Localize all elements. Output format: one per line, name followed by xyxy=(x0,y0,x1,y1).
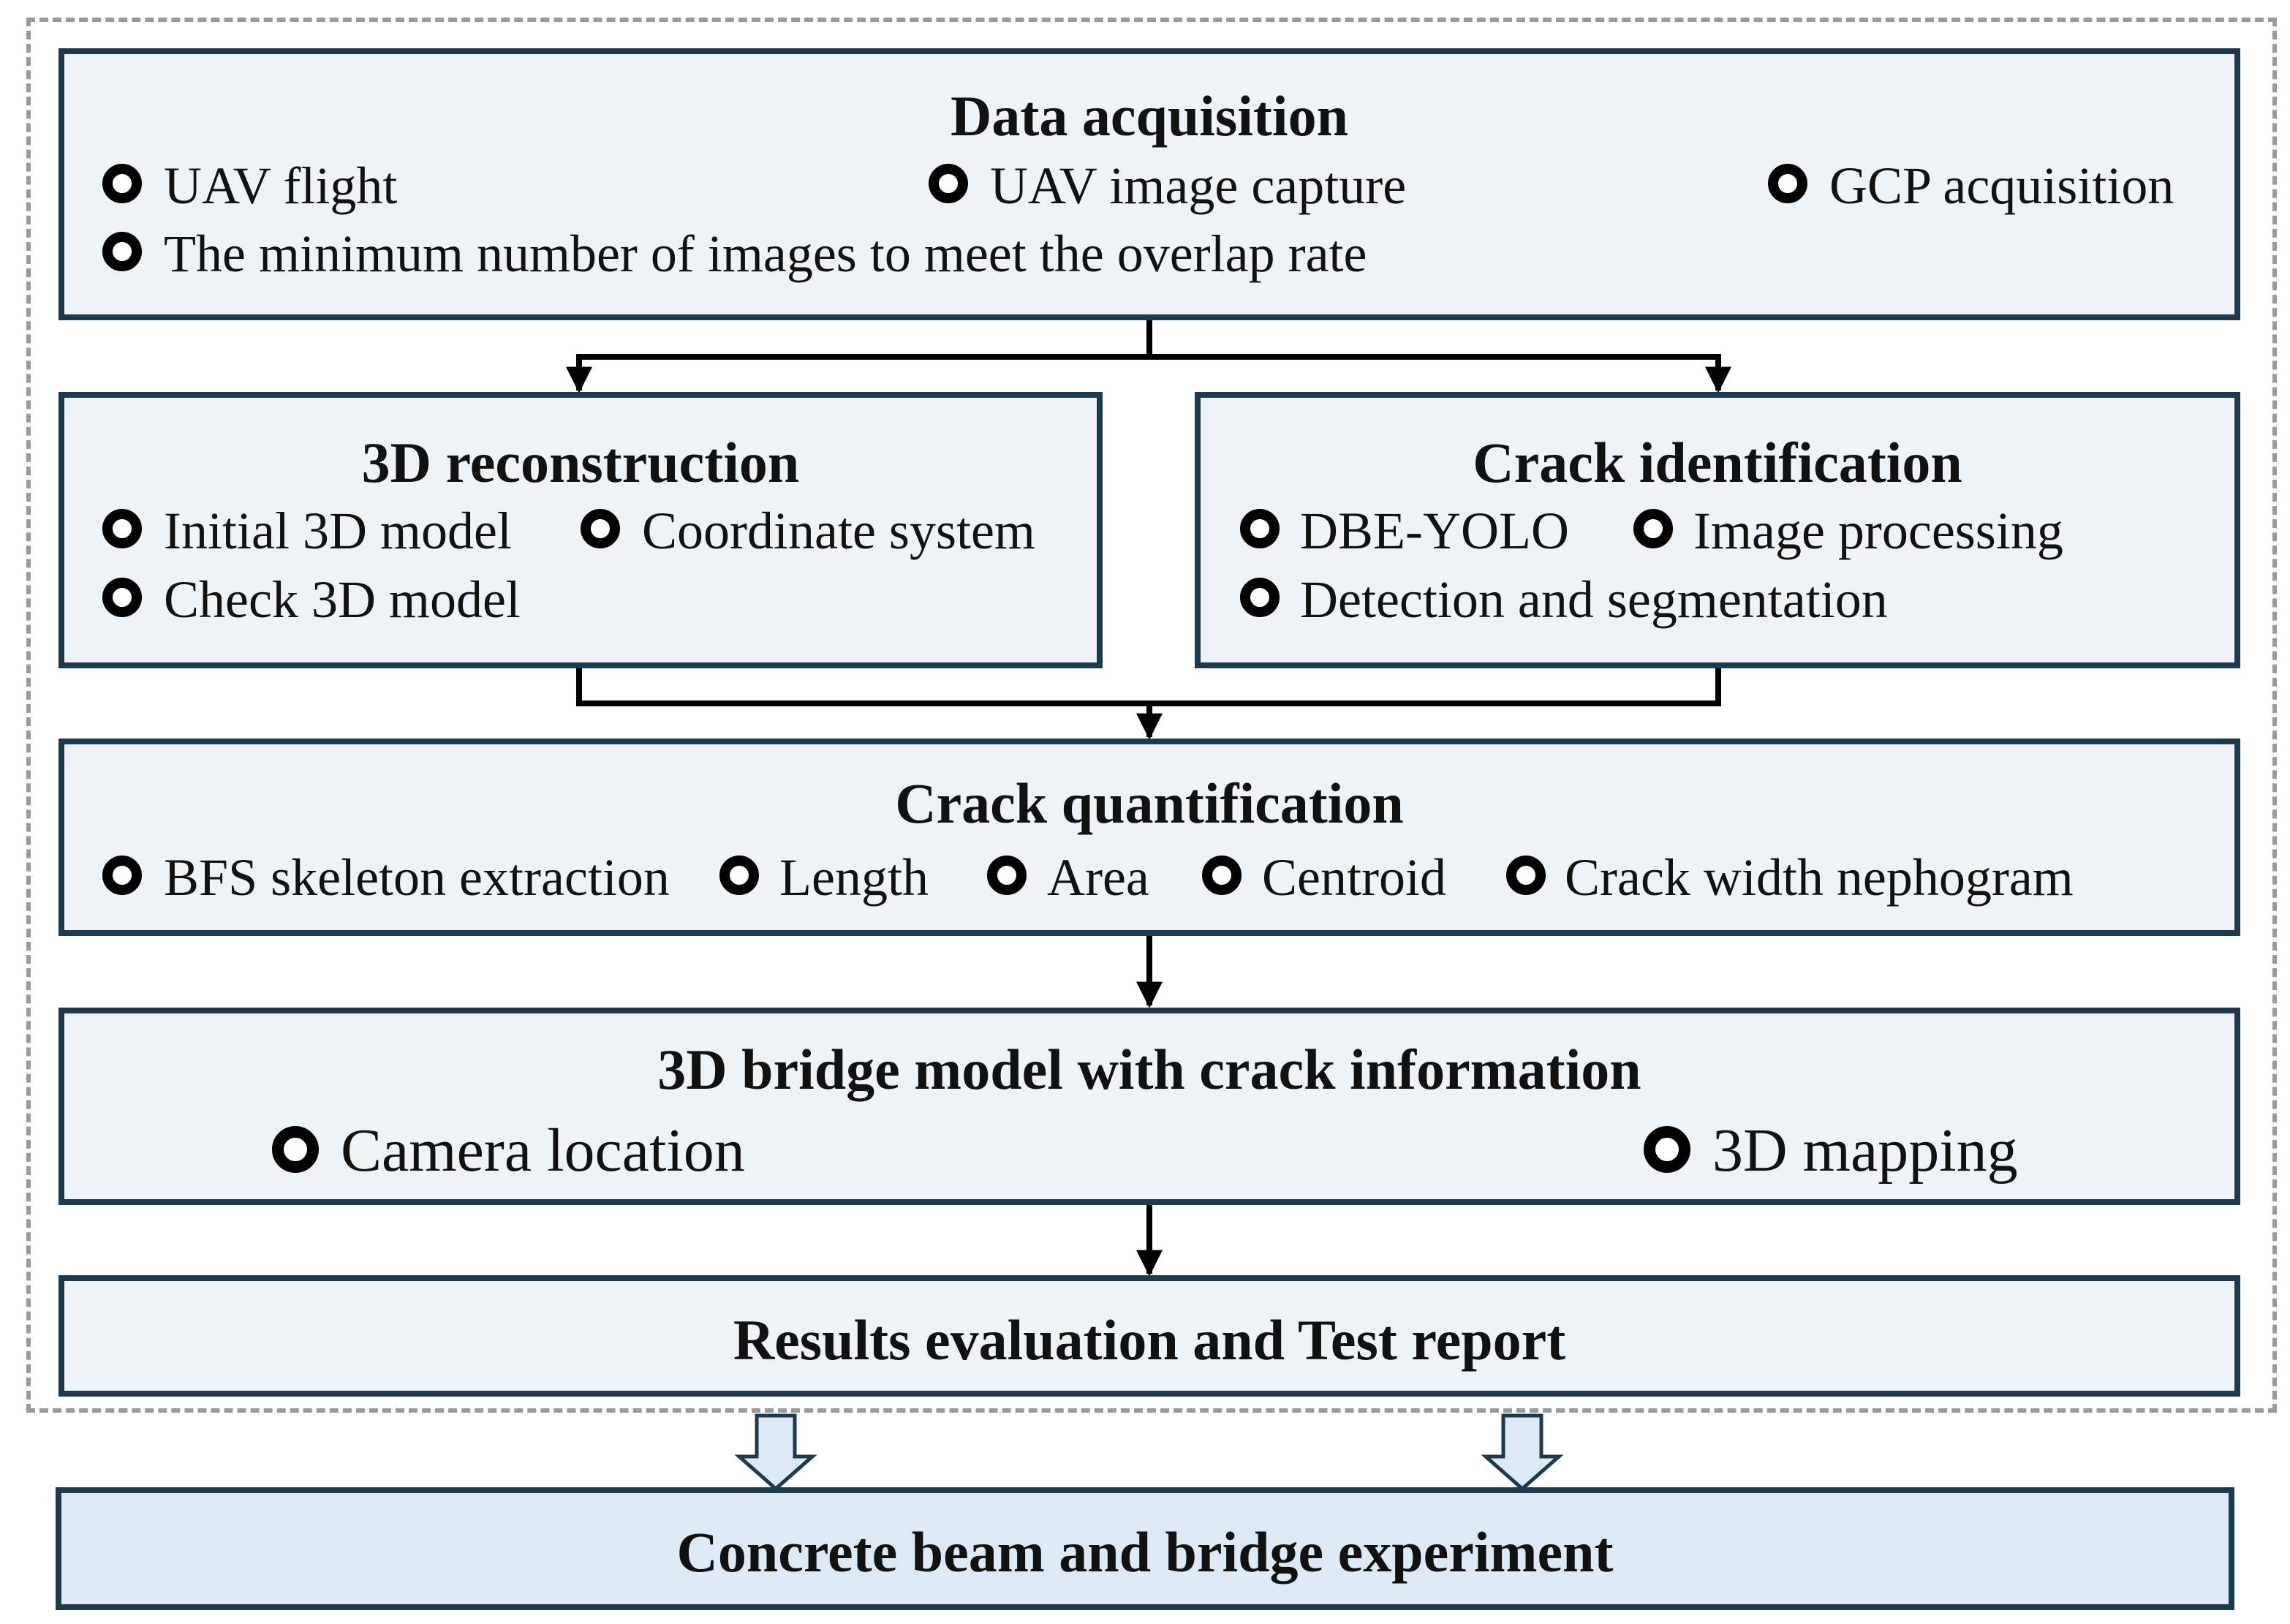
bullet-icon xyxy=(1240,578,1280,617)
item-coordinate-system: Coordinate system xyxy=(642,502,1035,560)
item-detection-segmentation: Detection and segmentation xyxy=(1300,570,1888,629)
identification-box: Crack identification DBE-YOLO Image proc… xyxy=(1195,392,2240,668)
reconstruction-title: 3D reconstruction xyxy=(361,431,800,494)
bullet-icon xyxy=(102,232,142,271)
experiment-box: Concrete beam and bridge experiment xyxy=(56,1487,2234,1610)
bullet-icon xyxy=(987,856,1027,895)
item-initial-3d-model: Initial 3D model xyxy=(164,502,512,560)
item-uav-flight: UAV flight xyxy=(164,156,398,215)
quantification-title: Crack quantification xyxy=(895,771,1404,835)
block-arrow-right xyxy=(1481,1413,1564,1492)
item-gcp-acquisition: GCP acquisition xyxy=(1829,156,2174,215)
data-acquisition-title: Data acquisition xyxy=(951,84,1348,148)
results-title: Results evaluation and Test report xyxy=(733,1308,1566,1372)
bullet-icon xyxy=(102,509,142,548)
item-dbe-yolo: DBE-YOLO xyxy=(1300,502,1569,560)
quantification-box: Crack quantification BFS skeleton extrac… xyxy=(58,739,2240,936)
bullet-icon xyxy=(581,509,620,548)
bullet-icon xyxy=(1506,856,1546,895)
item-uav-image-capture: UAV image capture xyxy=(990,156,1407,215)
item-length: Length xyxy=(779,848,929,907)
item-centroid: Centroid xyxy=(1262,848,1446,907)
item-area: Area xyxy=(1047,848,1149,907)
item-crack-width-nephogram: Crack width nephogram xyxy=(1565,848,2074,907)
bullet-icon xyxy=(1633,509,1673,548)
experiment-title: Concrete beam and bridge experiment xyxy=(676,1520,1614,1584)
pipeline-dashed-frame xyxy=(26,18,2277,1413)
item-bfs-skeleton: BFS skeleton extraction xyxy=(164,848,670,907)
item-minimum-images: The minimum number of images to meet the… xyxy=(164,224,1367,283)
bullet-icon xyxy=(929,164,968,203)
bullet-icon xyxy=(272,1126,319,1173)
identification-title: Crack identification xyxy=(1473,431,1962,494)
results-box: Results evaluation and Test report xyxy=(58,1275,2240,1397)
bullet-icon xyxy=(1644,1126,1690,1173)
item-3d-mapping: 3D mapping xyxy=(1712,1117,2018,1185)
bridge-model-title: 3D bridge model with crack information xyxy=(657,1038,1641,1101)
bullet-icon xyxy=(1202,856,1242,895)
block-arrow-left xyxy=(734,1413,817,1492)
bullet-icon xyxy=(102,578,142,617)
reconstruction-box: 3D reconstruction Initial 3D model Coord… xyxy=(58,392,1103,668)
bullet-icon xyxy=(719,856,759,895)
bullet-icon xyxy=(102,164,142,203)
split-arrow-left xyxy=(566,319,1152,393)
bullet-icon xyxy=(1240,509,1280,548)
split-arrow-right xyxy=(1149,354,1731,393)
item-image-processing: Image processing xyxy=(1693,502,2063,560)
bridge-model-box: 3D bridge model with crack information C… xyxy=(58,1008,2240,1205)
item-camera-location: Camera location xyxy=(341,1117,745,1185)
item-check-3d-model: Check 3D model xyxy=(164,570,521,629)
bullet-icon xyxy=(1768,164,1807,203)
merge-connector xyxy=(576,667,1721,706)
bullet-icon xyxy=(102,856,142,895)
data-acquisition-box: Data acquisition UAV flight UAV image ca… xyxy=(58,48,2240,320)
